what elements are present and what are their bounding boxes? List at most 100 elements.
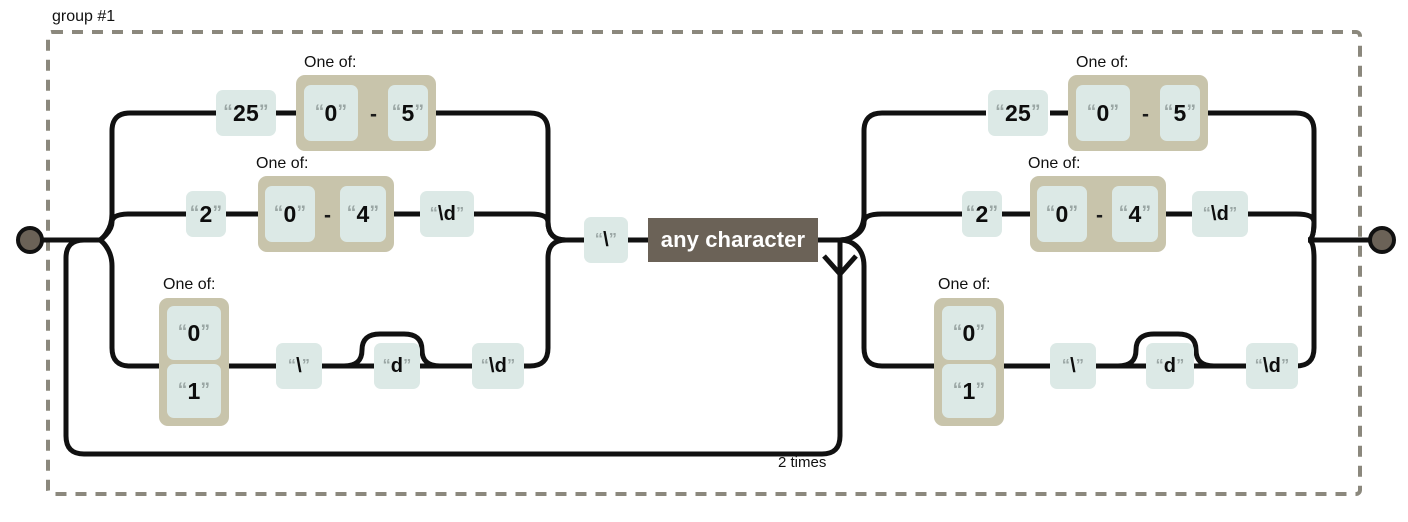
token-value: \	[296, 354, 302, 377]
quote-close: ”	[1068, 203, 1079, 224]
quote-close: ”	[1229, 205, 1238, 222]
any-character-box[interactable]: any character	[648, 218, 818, 262]
token-value: 4	[356, 200, 370, 227]
token-value: 0	[187, 319, 201, 346]
quote-open: “	[1155, 357, 1164, 374]
token-value: 5	[1173, 99, 1187, 126]
quote-open: “	[1118, 203, 1129, 224]
quote-open: “	[287, 357, 297, 374]
quote-open: “	[273, 203, 284, 224]
token-literal-backslash-right-3[interactable]: “\”	[1050, 343, 1096, 389]
token-range-to-left-1[interactable]: “5”	[388, 85, 428, 141]
quote-close: ”	[975, 380, 986, 401]
quote-close: ”	[414, 102, 425, 123]
token-range-from-right-2[interactable]: “0”	[1037, 186, 1087, 242]
token-literal-digit-right-2[interactable]: “\d”	[1192, 191, 1248, 237]
group-label: group #1	[52, 8, 116, 25]
token-value: \d	[488, 354, 508, 377]
quote-open: “	[346, 203, 357, 224]
quote-open: “	[223, 102, 233, 123]
quote-open: “	[952, 322, 963, 343]
token-literal-25-left[interactable]: “25”	[216, 90, 276, 136]
quote-open: “	[314, 102, 325, 123]
quote-open: “	[1061, 357, 1071, 374]
token-literal-2-right[interactable]: “2”	[962, 191, 1002, 237]
token-range-to-right-1[interactable]: “5”	[1160, 85, 1200, 141]
quote-open: “	[391, 102, 402, 123]
token-literal-d-right-3[interactable]: “d”	[1146, 343, 1194, 389]
token-range-to-right-2[interactable]: “4”	[1112, 186, 1158, 242]
token-literal-digit-left-3[interactable]: “\d”	[472, 343, 524, 389]
token-literal-backslash-middle[interactable]: “\”	[584, 217, 628, 263]
token-option-0-left-3[interactable]: “0”	[167, 306, 221, 360]
quote-close: ”	[507, 357, 516, 374]
quote-open: “	[177, 322, 188, 343]
token-value: \d	[437, 202, 457, 225]
token-value: \	[1070, 354, 1076, 377]
token-value: \d	[1262, 354, 1282, 377]
quote-open: “	[965, 203, 976, 224]
repeat-count-label: 2 times	[778, 454, 827, 471]
quote-open: “	[995, 102, 1005, 123]
quote-open: “	[382, 357, 391, 374]
token-literal-2-left[interactable]: “2”	[186, 191, 226, 237]
token-range-from-right-1[interactable]: “0”	[1076, 85, 1130, 141]
quote-open: “	[952, 380, 963, 401]
one-of-label-right-2: One of:	[1028, 155, 1081, 172]
token-value: d	[390, 354, 404, 377]
quote-close: ”	[212, 203, 223, 224]
token-value: \	[603, 228, 609, 251]
token-value: 0	[1096, 99, 1110, 126]
quote-close: ”	[403, 357, 412, 374]
range-dash-right-2: -	[1096, 204, 1103, 227]
token-value: 4	[1128, 200, 1142, 227]
token-value: \d	[1210, 202, 1230, 225]
token-option-1-right-3[interactable]: “1”	[942, 364, 996, 418]
token-value: 0	[324, 99, 338, 126]
token-range-from-left-1[interactable]: “0”	[304, 85, 358, 141]
quote-close: ”	[1176, 357, 1185, 374]
quote-close: ”	[975, 322, 986, 343]
token-literal-d-left-3[interactable]: “d”	[374, 343, 420, 389]
quote-open: “	[1163, 102, 1174, 123]
token-option-1-left-3[interactable]: “1”	[167, 364, 221, 418]
quote-close: ”	[1075, 357, 1085, 374]
range-dash-right-1: -	[1142, 103, 1149, 126]
one-of-label-left-1: One of:	[304, 54, 357, 71]
quote-close: ”	[200, 322, 211, 343]
token-literal-backslash-left-3[interactable]: “\”	[276, 343, 322, 389]
one-of-label-left-3: One of:	[163, 276, 216, 293]
quote-open: “	[1254, 357, 1263, 374]
token-value: 2	[975, 200, 989, 227]
token-literal-25-right[interactable]: “25”	[988, 90, 1048, 136]
token-literal-digit-left-2[interactable]: “\d”	[420, 191, 474, 237]
quote-close: ”	[1141, 203, 1152, 224]
quote-close: ”	[1030, 102, 1041, 123]
quote-close: ”	[296, 203, 307, 224]
quote-open: “	[1202, 205, 1211, 222]
token-value: 0	[283, 200, 297, 227]
quote-open: “	[177, 380, 188, 401]
quote-close: ”	[258, 102, 269, 123]
token-value: 0	[962, 319, 976, 346]
token-value: 2	[199, 200, 213, 227]
token-range-from-left-2[interactable]: “0”	[265, 186, 315, 242]
token-range-to-left-2[interactable]: “4”	[340, 186, 386, 242]
range-dash-left-1: -	[370, 103, 377, 126]
group-border	[46, 30, 1362, 496]
quote-close: ”	[456, 205, 465, 222]
quote-close: ”	[988, 203, 999, 224]
token-value: 1	[187, 377, 201, 404]
one-of-label-right-1: One of:	[1076, 54, 1129, 71]
token-option-0-right-3[interactable]: “0”	[942, 306, 996, 360]
start-node	[16, 226, 44, 254]
quote-close: ”	[337, 102, 348, 123]
quote-open: “	[189, 203, 200, 224]
quote-close: ”	[301, 357, 311, 374]
quote-open: “	[1086, 102, 1097, 123]
token-value: d	[1163, 354, 1177, 377]
token-literal-digit-right-3[interactable]: “\d”	[1246, 343, 1298, 389]
token-value: 1	[962, 377, 976, 404]
token-value: 5	[401, 99, 415, 126]
